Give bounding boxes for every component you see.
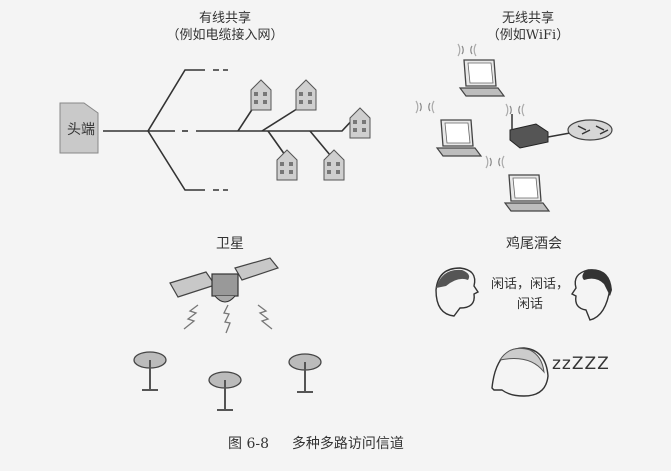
dish-center [208,371,242,411]
dish-left [133,351,167,391]
figure-number: 图 6-8 [228,436,269,452]
cable-subtitle: （例如电缆接入网） [166,28,284,43]
house-1 [250,79,272,111]
face-right [570,269,612,321]
figure-title: 多种多路访问信道 [291,436,404,452]
laptop-1 [459,59,505,97]
wifi-waves-4 [505,103,525,117]
satellite-title: 卫星 [216,236,244,252]
chatter-line-2: 闲话 [516,297,543,312]
laptop-2 [436,119,482,157]
router-icon [509,114,571,149]
wifi-title: 无线共享 [501,11,554,26]
face-left [435,267,480,317]
house-3 [349,107,371,139]
satellite-icon [169,257,280,303]
party-title: 鸡尾酒会 [506,236,562,252]
chatter-line-1: 闲话，闲话， [490,277,569,292]
headend-label: 头端 [67,122,95,138]
headend-building [59,102,99,154]
switch-icon [567,119,613,141]
laptop-3 [504,174,550,212]
cable-lines [103,69,357,191]
wifi-waves-1 [457,43,477,57]
satellite-links [183,304,273,334]
house-2 [295,79,317,111]
house-4 [276,149,298,181]
wifi-waves-3 [485,155,505,169]
house-5 [323,149,345,181]
wifi-subtitle: （例如WiFi） [486,28,570,43]
snore-text: zzZZZ [552,354,610,374]
dish-right [288,353,322,393]
figure-caption: 图 6-8 多种多路访问信道 [228,433,404,453]
cable-title: 有线共享 [198,11,251,26]
wifi-waves-2 [415,100,435,114]
face-bottom [491,347,549,397]
